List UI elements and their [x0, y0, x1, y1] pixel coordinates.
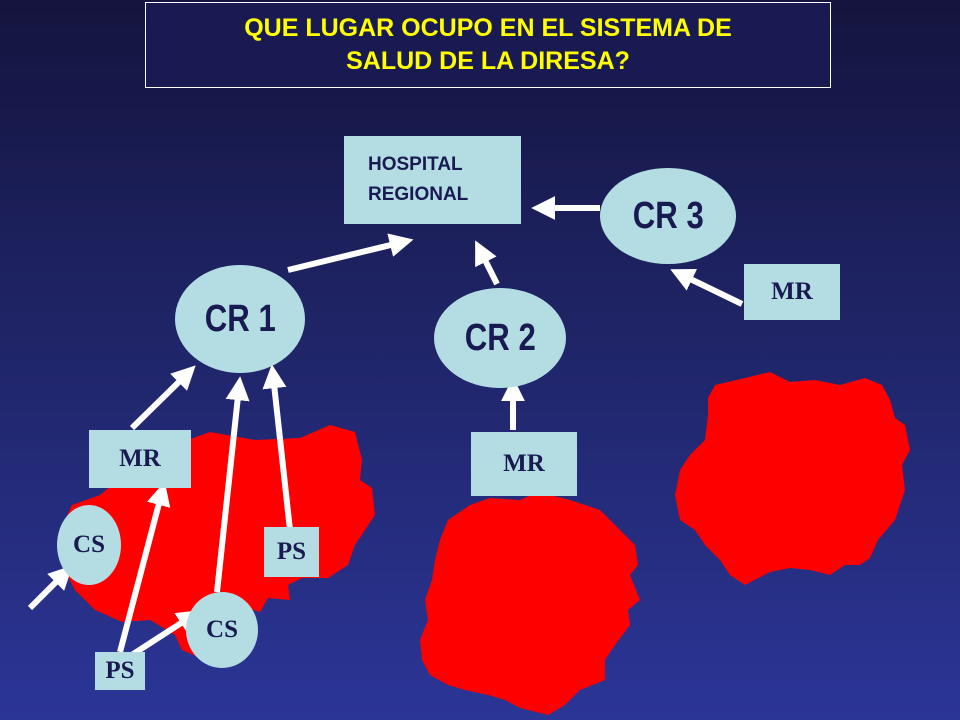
arrow-cr1-to-hospital: [287, 233, 414, 273]
ps-box-bottom: PS: [95, 652, 145, 690]
ps-label-bottom: PS: [105, 657, 135, 684]
mr-label-cr2: MR: [503, 450, 545, 477]
mr-label-cr1: MR: [119, 445, 161, 472]
cs-label-left: CS: [73, 531, 105, 558]
title-line-1: QUE LUGAR OCUPO EN EL SISTEMA DE: [244, 14, 732, 42]
mr-box-cr2: MR: [471, 432, 577, 496]
arrow-ps-to-mr: [117, 481, 171, 653]
arrow-mr-to-cr1: [129, 365, 196, 431]
region-right: [675, 372, 910, 585]
region-middle: [420, 492, 640, 715]
cr3-oval: CR 3: [600, 168, 736, 264]
mr-box-cr3: MR: [744, 264, 840, 320]
mr-label-cr3: MR: [771, 278, 813, 305]
hospital-regional-box: HOSPITAL REGIONAL: [344, 136, 521, 224]
hospital-line-2: REGIONAL: [368, 184, 469, 205]
hospital-line-1: HOSPITAL: [368, 154, 463, 175]
arrow-cs-to-cr1: [214, 376, 250, 593]
arrow-cr2-to-hospital: [475, 240, 500, 286]
cr1-label: CR 1: [204, 297, 276, 340]
title-line-2: SALUD DE LA DIRESA?: [346, 47, 630, 75]
arrow-mr-to-cr3: [670, 268, 744, 307]
cr2-oval: CR 2: [434, 288, 566, 388]
cr1-oval: CR 1: [175, 265, 305, 373]
cs-oval-left: CS: [57, 505, 121, 585]
arrow-ps-to-cr1: [262, 364, 293, 531]
ps-label-right: PS: [276, 538, 307, 565]
cr3-label: CR 3: [632, 194, 704, 237]
cs-label-bottom: CS: [206, 616, 238, 643]
cr2-label: CR 2: [464, 316, 536, 359]
cs-oval-bottom: CS: [186, 592, 258, 668]
mr-box-cr1: MR: [89, 430, 191, 488]
title-box: QUE LUGAR OCUPO EN EL SISTEMA DE SALUD D…: [145, 2, 831, 88]
ps-box-right: PS: [264, 527, 319, 577]
arrow-into-cs-left: [27, 565, 73, 611]
